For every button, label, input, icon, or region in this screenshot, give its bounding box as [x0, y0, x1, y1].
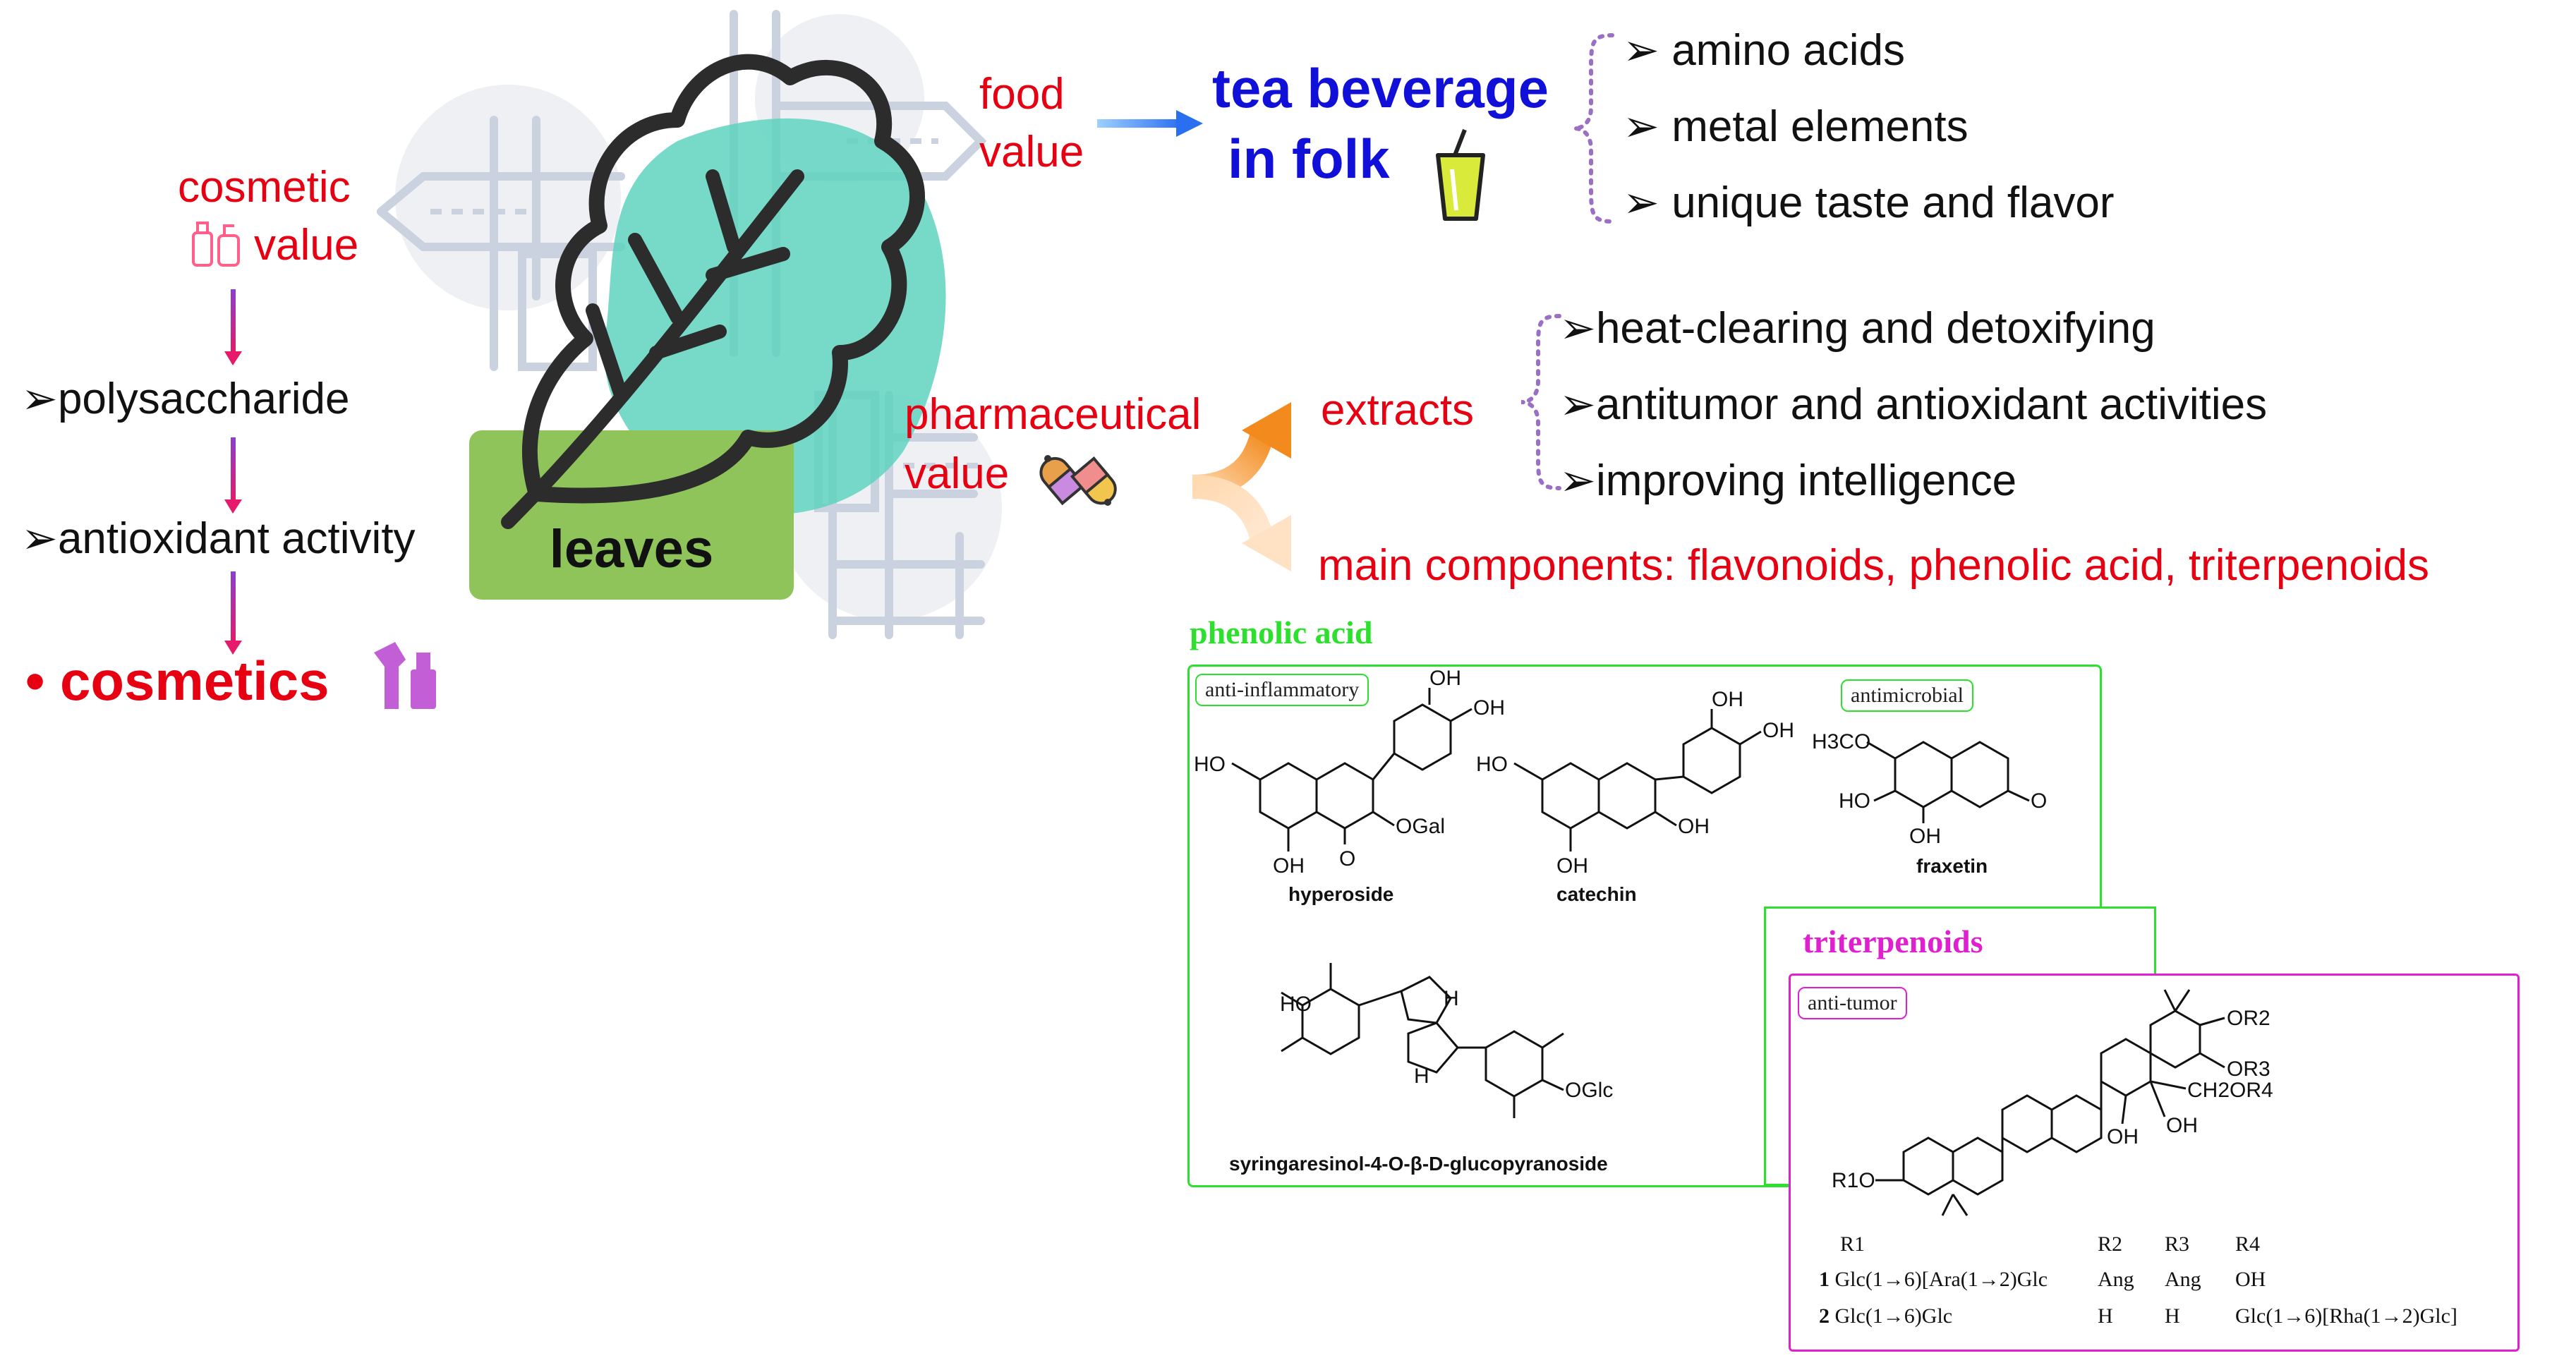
- hyperoside-oh-bottom: OH: [1273, 854, 1305, 878]
- hyperoside-ogal: OGal: [1396, 815, 1445, 838]
- tri-table-row-2: 2 Glc(1→6)Glc: [1819, 1304, 1953, 1328]
- cosmetic-step-antioxidant: ➢antioxidant activity: [21, 514, 416, 563]
- tri-table-row-2-r3: H: [2165, 1304, 2180, 1328]
- tri-or2: OR2: [2227, 1007, 2270, 1030]
- triterpenoid-panel: anti-tumor OR2 OR3 CH2OR4 OH OH R1O: [1789, 974, 2520, 1352]
- food-item-taste-flavor: ➢ unique taste and flavor: [1623, 178, 2115, 227]
- tri-table-header-r3: R3: [2165, 1232, 2190, 1256]
- tri-table-header-r4: R4: [2235, 1232, 2261, 1256]
- syringaresinol-oglc: OGlc: [1565, 1079, 1613, 1102]
- hyperoside-name: hyperoside: [1288, 883, 1393, 905]
- cosmetic-step-polysaccharide: ➢polysaccharide: [21, 375, 350, 423]
- tri-table-header-r1: R1: [1840, 1232, 1866, 1256]
- tea-beverage-line2: in folk: [1228, 128, 1390, 190]
- bullet-arrow-icon: ➢: [1559, 456, 1596, 505]
- hyperoside-oh-top: OH: [1429, 667, 1461, 690]
- food-items-brace: [1573, 33, 1614, 224]
- fraxetin-o: O: [2031, 789, 2047, 813]
- syringaresinol-h1: H: [1444, 987, 1459, 1010]
- catechin-oh-mid: OH: [1678, 815, 1710, 838]
- bullet-arrow-icon: ➢: [1623, 178, 1672, 227]
- cosmetics-result: • cosmetics: [25, 650, 329, 712]
- cosmetic-bottles-icon: [192, 222, 240, 267]
- tri-table-row-1-r3: Ang: [2165, 1268, 2201, 1291]
- tri-or3: OR3: [2227, 1057, 2270, 1081]
- triterpenoid-structure: OR2 OR3 CH2OR4 OH OH R1O: [1832, 989, 2273, 1216]
- tag-anti-inflammatory: anti-inflammatory: [1195, 674, 1369, 706]
- syringaresinol-h2: H: [1414, 1065, 1429, 1088]
- fraxetin-name: fraxetin: [1916, 855, 1988, 877]
- bullet-arrow-icon: ➢: [1623, 26, 1672, 75]
- pills-icon: [1039, 455, 1117, 506]
- tri-table-row-1-r2: Ang: [2098, 1268, 2134, 1291]
- drink-cup-icon: [1436, 128, 1485, 221]
- tri-table-row-1-r4: OH: [2235, 1268, 2266, 1291]
- tea-beverage-line1: tea beverage: [1212, 57, 1549, 119]
- food-title-line2: value: [979, 128, 1084, 176]
- cosmetic-flow-arrows: [224, 289, 242, 655]
- tag-antimicrobial: antimicrobial: [1841, 679, 1973, 712]
- extracts-brace: [1520, 314, 1561, 490]
- tri-table-row-1: 1 Glc(1→6)[Ara(1→2)Glc: [1819, 1268, 2048, 1291]
- extracts-label: extracts: [1321, 386, 1475, 435]
- food-title-line1: food: [979, 70, 1065, 119]
- tri-table-header-r2: R2: [2098, 1232, 2123, 1256]
- hyperoside-ho: HO: [1194, 753, 1226, 776]
- extract-item-heat-clearing: ➢heat-clearing and detoxifying: [1559, 304, 2155, 353]
- tri-r1o: R1O: [1832, 1169, 1875, 1192]
- catechin-oh-bottom: OH: [1556, 854, 1588, 878]
- pharma-title-line2: value: [905, 449, 1010, 498]
- catechin-oh-top: OH: [1712, 688, 1743, 711]
- bullet-dot-icon: •: [25, 650, 60, 712]
- bullet-arrow-icon: ➢: [21, 514, 58, 563]
- tri-table-row-2-r4: Glc(1→6)[Rha(1→2)Glc]: [2235, 1304, 2457, 1328]
- triterpenoid-panel-title: triterpenoids: [1803, 923, 1983, 959]
- main-components-text: main components: flavonoids, phenolic ac…: [1318, 541, 2430, 590]
- food-item-metal-elements: ➢ metal elements: [1623, 102, 1969, 151]
- tri-table-row-2-r2: H: [2098, 1304, 2113, 1328]
- extract-item-intelligence: ➢improving intelligence: [1559, 456, 2017, 505]
- fraxetin-ho: HO: [1839, 789, 1870, 813]
- cosmetic-title-line1: cosmetic: [178, 163, 351, 212]
- bullet-arrow-icon: ➢: [1559, 380, 1596, 429]
- leaves-label: leaves: [549, 519, 714, 579]
- bullet-arrow-icon: ➢: [1559, 304, 1596, 353]
- fraxetin-h3co: H3CO: [1812, 730, 1870, 753]
- bullet-arrow-icon: ➢: [1623, 102, 1672, 151]
- makeup-brush-icon: [374, 642, 436, 709]
- catechin-name: catechin: [1556, 883, 1637, 905]
- food-arrow: [1097, 110, 1203, 137]
- catechin-ho: HO: [1476, 753, 1508, 776]
- food-item-amino-acids: ➢ amino acids: [1623, 26, 1906, 75]
- tag-anti-tumor: anti-tumor: [1798, 987, 1907, 1019]
- syringaresinol-name: syringaresinol-4-O-β-D-glucopyranoside: [1229, 1153, 1608, 1175]
- phenolic-structures: OH OH HO OGal OH O hyperoside OH OH HO O…: [1194, 667, 2047, 1175]
- fraxetin-oh: OH: [1909, 825, 1941, 848]
- catechin-oh-right: OH: [1762, 719, 1794, 742]
- tri-ch2or4: CH2OR4: [2187, 1079, 2273, 1102]
- bullet-arrow-icon: ➢: [21, 375, 58, 423]
- syringaresinol-ho: HO: [1280, 993, 1312, 1016]
- pharma-title-line1: pharmaceutical: [905, 390, 1202, 439]
- extract-item-antitumor: ➢antitumor and antioxidant activities: [1559, 380, 2268, 429]
- phenolic-panel-title: phenolic acid: [1190, 614, 1373, 650]
- tri-oh-1: OH: [2166, 1114, 2198, 1137]
- hyperoside-oh-right: OH: [1473, 696, 1505, 720]
- tri-oh-2: OH: [2107, 1125, 2139, 1148]
- cosmetic-title-line2: value: [254, 221, 359, 269]
- pharma-split-arrows: [1192, 402, 1291, 571]
- hyperoside-o: O: [1339, 847, 1355, 871]
